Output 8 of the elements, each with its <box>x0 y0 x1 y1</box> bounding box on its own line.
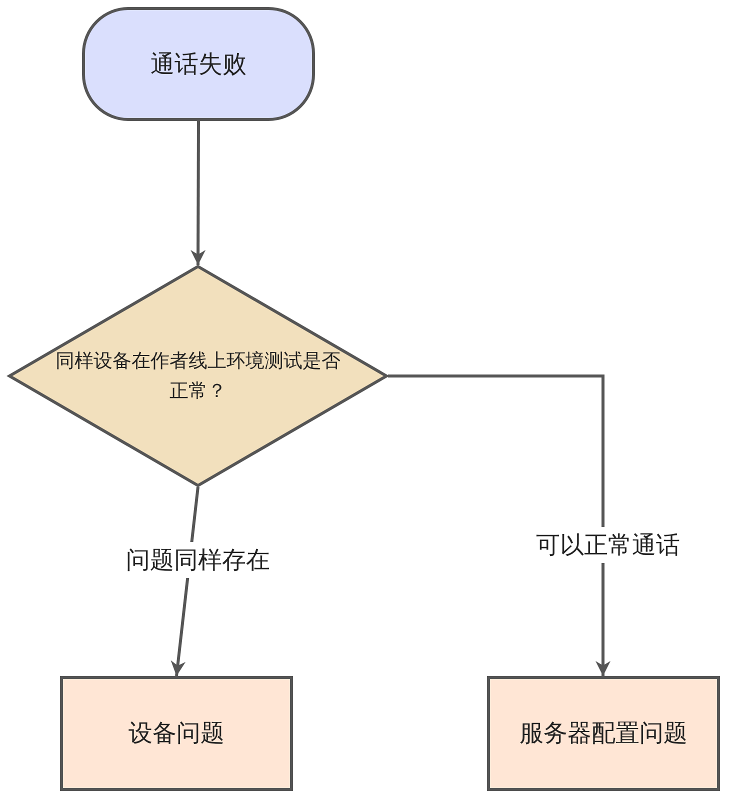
node-text: 服务器配置问题 <box>520 718 688 750</box>
node-text: 设备问题 <box>128 718 224 750</box>
node-text: 通话失败 <box>150 48 246 80</box>
arrow <box>190 121 206 265</box>
arrow <box>388 374 610 676</box>
edge-label: 可以正常通话 <box>536 527 680 563</box>
edge-label: 问题同样存在 <box>126 542 270 578</box>
node-text: 同样设备在作者线上环境测试是否正常？ <box>54 348 342 404</box>
